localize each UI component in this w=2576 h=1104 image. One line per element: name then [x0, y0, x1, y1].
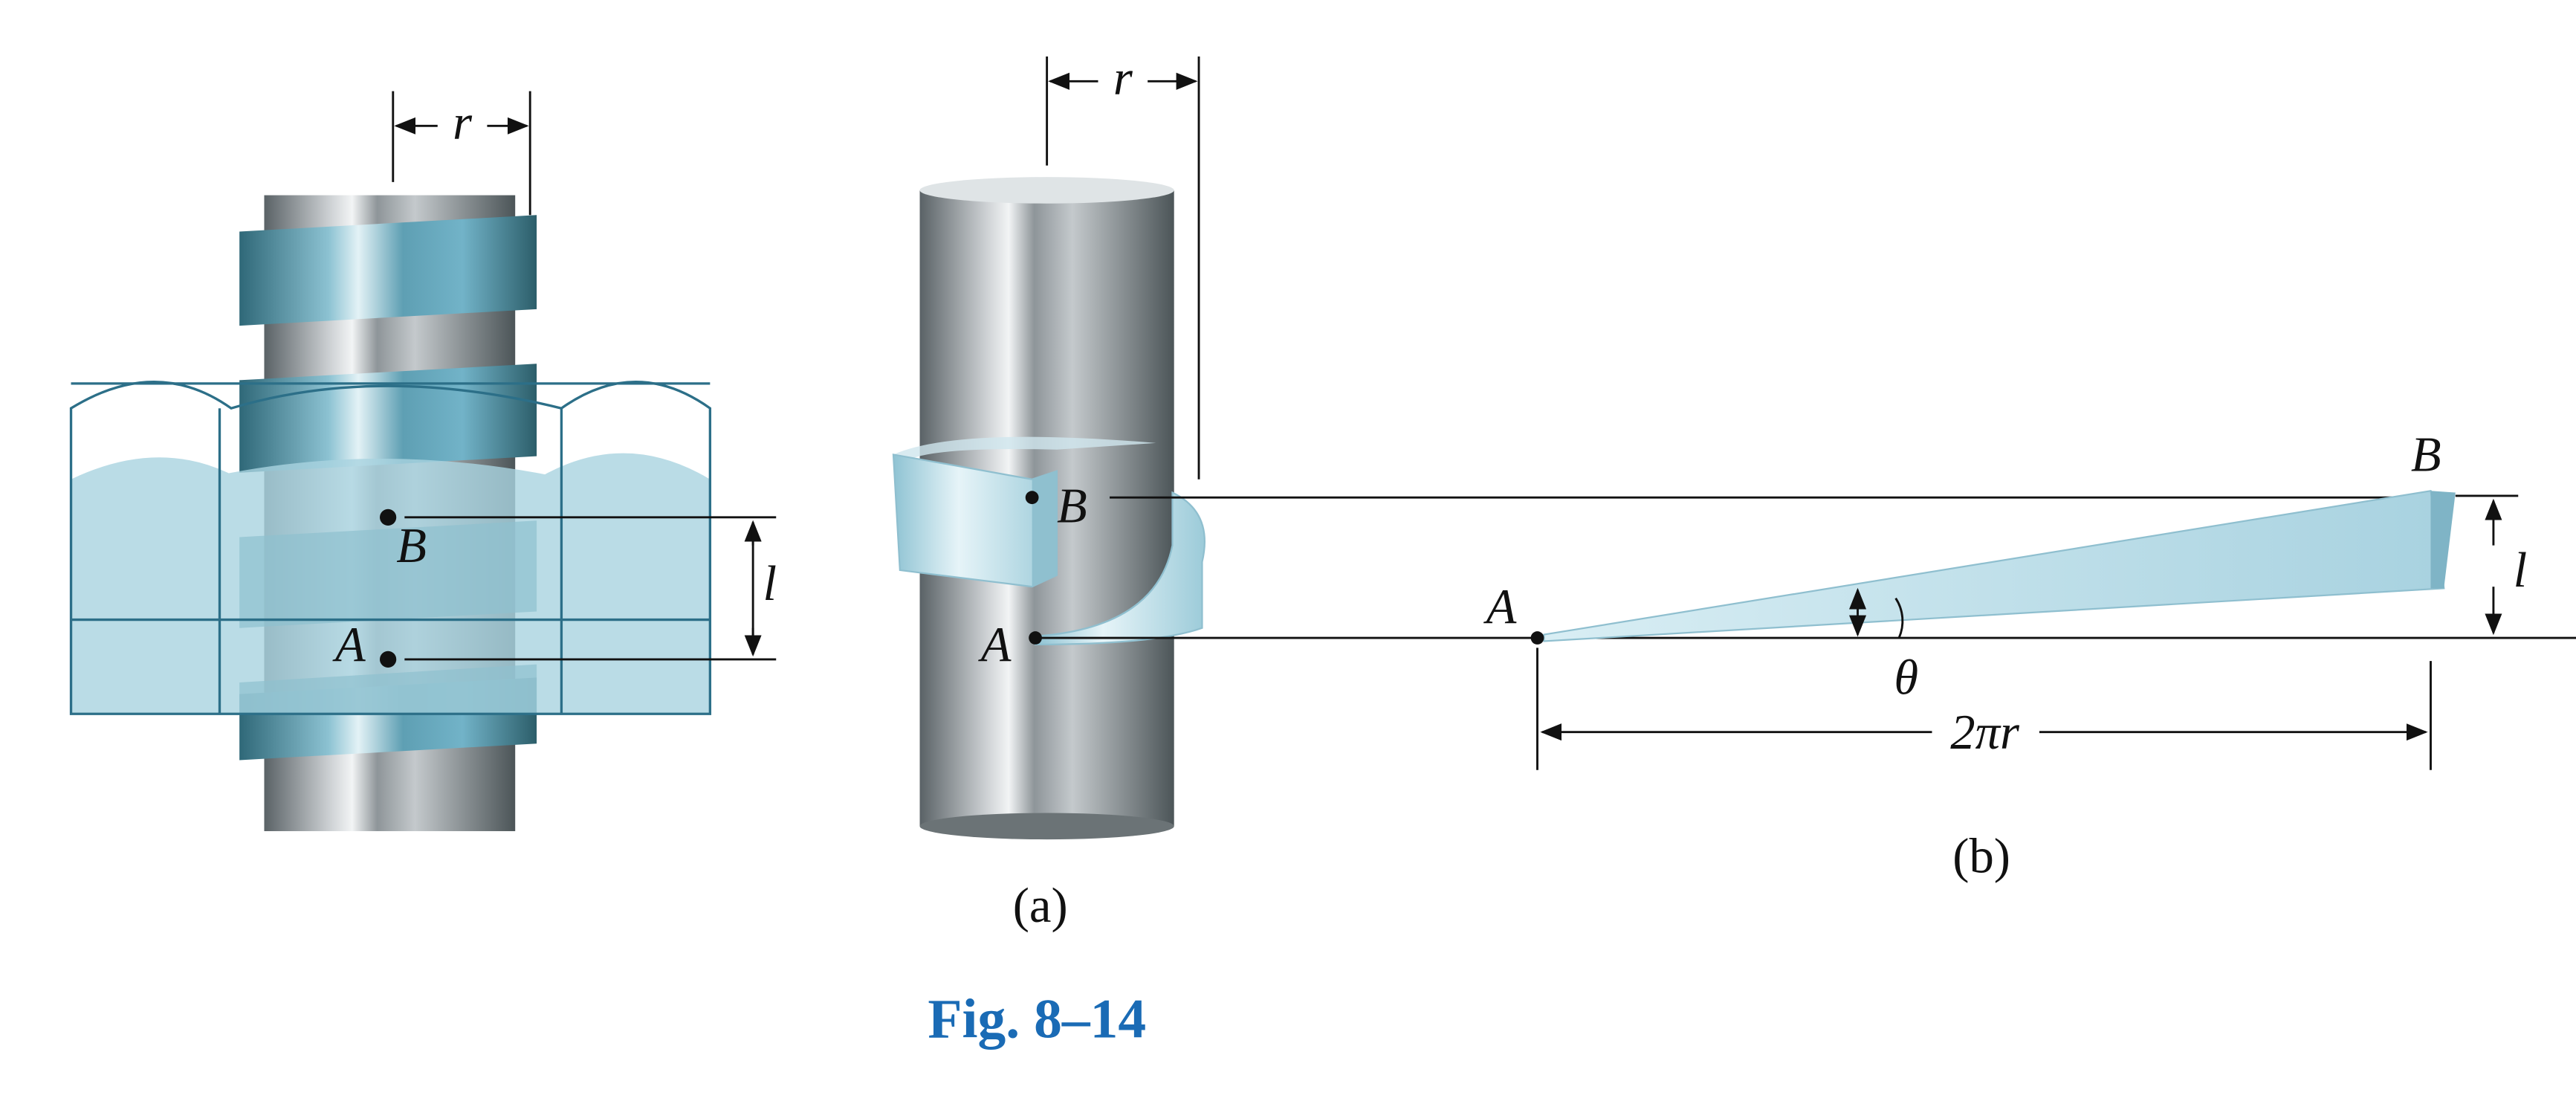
- point-a: [1530, 631, 1544, 645]
- point-b-label: B: [1057, 480, 1087, 534]
- point-a-label: A: [1483, 580, 1517, 634]
- helix-ring: [1034, 491, 1206, 646]
- point-a: [380, 651, 397, 668]
- point-a-label: A: [978, 618, 1012, 672]
- lead-angle-label: θ: [1894, 651, 1918, 706]
- point-a-label: A: [332, 618, 366, 672]
- bolt-with-nut: r l B A: [69, 91, 777, 831]
- lead-label: l: [2514, 543, 2528, 598]
- point-b: [1025, 491, 1039, 505]
- nut-outline: [69, 380, 712, 715]
- radius-label: r: [1113, 51, 1133, 106]
- point-b: [380, 509, 397, 526]
- figure-caption: Fig. 8–14: [928, 989, 1146, 1050]
- thread-band: [239, 364, 537, 473]
- point-a: [1029, 631, 1042, 645]
- point-b-label: B: [396, 519, 427, 573]
- point-b-label: B: [2411, 428, 2441, 482]
- lead-label: l: [763, 557, 777, 611]
- radius-label: r: [453, 96, 473, 150]
- circumference-label: 2πr: [1950, 706, 2020, 760]
- part-a-caption: (a): [1013, 879, 1068, 933]
- thread-band: [239, 215, 537, 326]
- part-b-caption: (b): [1952, 830, 2010, 884]
- part-a-cylinder: r B A (a): [892, 51, 2576, 933]
- part-b-wedge: A B l θ 2πr (b): [1483, 428, 2527, 884]
